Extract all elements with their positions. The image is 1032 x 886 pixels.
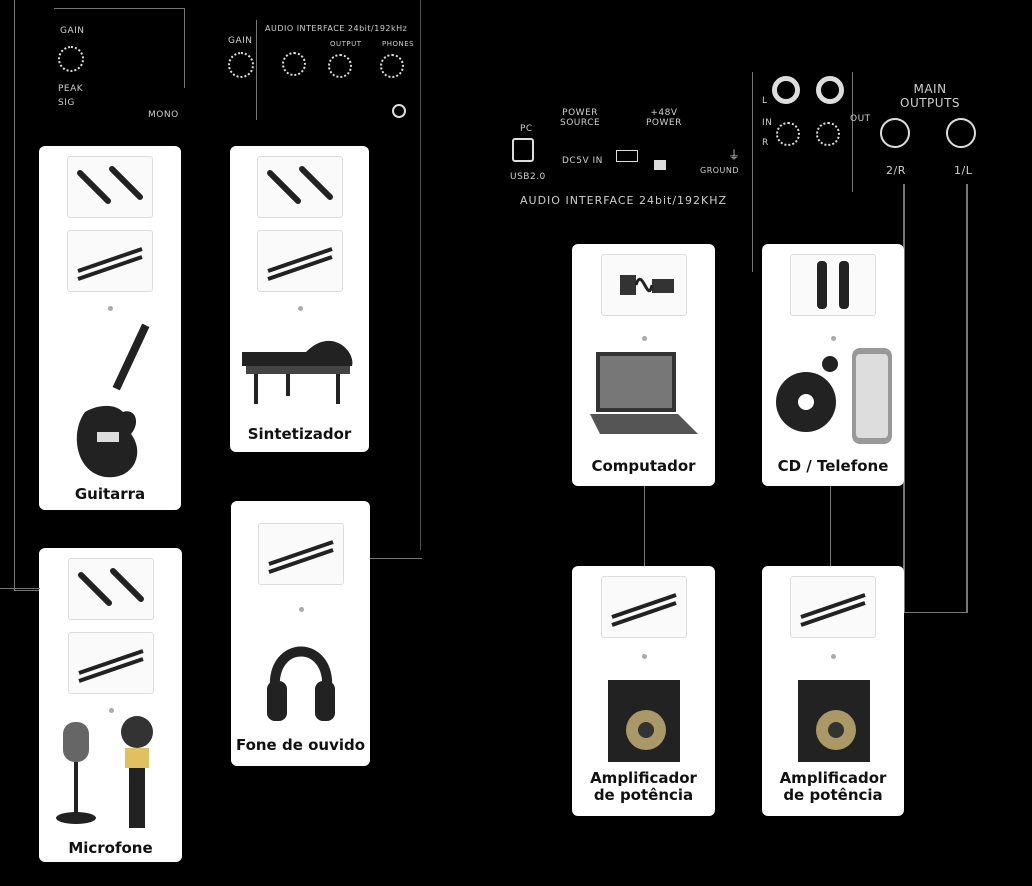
main-out-2r-jack[interactable]	[880, 118, 910, 148]
computer-label: Computador	[572, 458, 715, 475]
in-label: IN	[762, 118, 772, 128]
cd-phone-card: CD / Telefone	[762, 244, 904, 486]
phones-knob[interactable]	[380, 54, 404, 78]
microphone-label: Microfone	[39, 840, 182, 857]
xlr-cable-icon	[68, 558, 154, 620]
level-knob[interactable]	[282, 52, 306, 76]
xlr-cable-icon	[67, 156, 153, 218]
gain-knob[interactable]	[58, 46, 84, 72]
microphone-card: Microfone	[39, 548, 182, 862]
jack-cable-icon	[257, 230, 343, 292]
gain2-label: GAIN	[228, 36, 253, 46]
headphones-icon	[261, 619, 341, 733]
piano-icon	[236, 322, 362, 416]
speaker-icon	[796, 678, 872, 768]
rca-out-l-jack[interactable]	[816, 76, 844, 104]
phantom-switch[interactable]	[654, 160, 666, 170]
guitar-icon	[65, 322, 155, 486]
sig-label: SIG	[58, 98, 75, 108]
out-2r-label: 2/R	[886, 164, 906, 177]
gain2-knob[interactable]	[228, 52, 254, 78]
jack-cable-icon	[790, 576, 876, 638]
usb-label: USB2.0	[510, 172, 546, 182]
usb-port-icon[interactable]	[512, 138, 534, 162]
synth-card: Sintetizador	[230, 146, 369, 452]
amp1-label: Amplificador de potência	[572, 770, 715, 804]
cd-phone-label: CD / Telefone	[762, 458, 904, 475]
gain-label: GAIN	[60, 26, 85, 36]
ground-label: GROUND	[700, 166, 739, 175]
phones-label: PHONES	[382, 40, 414, 48]
jack-cable-icon	[258, 523, 344, 585]
speaker-icon	[606, 678, 682, 768]
main-outputs-label: MAIN OUTPUTS	[900, 82, 960, 110]
headphones-card: Fone de ouvido	[231, 501, 370, 766]
main-out-1l-jack[interactable]	[946, 118, 976, 148]
peak-label: PEAK	[58, 84, 83, 94]
out-label: OUT	[850, 114, 871, 124]
rca-out-r-jack[interactable]	[816, 122, 840, 146]
r-label: R	[762, 138, 769, 148]
synth-label: Sintetizador	[230, 426, 369, 443]
out-1l-label: 1/L	[954, 164, 972, 177]
laptop-icon	[586, 348, 702, 448]
guitar-label: Guitarra	[39, 486, 181, 503]
amp1-card: Amplificador de potência	[572, 566, 715, 816]
amp2-label: Amplificador de potência	[762, 770, 904, 804]
computer-card: Computador	[572, 244, 715, 486]
guitar-card: Guitarra	[39, 146, 181, 510]
l-label: L	[762, 96, 768, 106]
output-label: OUTPUT	[330, 40, 362, 48]
dc-port-icon[interactable]	[616, 150, 638, 162]
headphones-label: Fone de ouvido	[231, 737, 370, 754]
xlr-cable-icon	[257, 156, 343, 218]
phantom-label: +48V POWER	[646, 108, 682, 128]
cd-phone-icon	[770, 344, 896, 452]
jack-cable-icon	[67, 230, 153, 292]
power-source-label: POWER SOURCE	[560, 108, 600, 128]
rca-in-l-jack[interactable]	[772, 76, 800, 104]
interface-label-left: AUDIO INTERFACE 24bit/192kHz	[265, 24, 407, 33]
pc-label: PC	[520, 124, 533, 134]
jack-cable-icon	[601, 576, 687, 638]
jack-cable-icon	[68, 632, 154, 694]
interface-label-right: AUDIO INTERFACE 24bit/192KHZ	[520, 194, 727, 207]
rca-in-r-jack[interactable]	[776, 122, 800, 146]
ground-icon: ⏚	[728, 146, 741, 163]
usb-cable-icon	[601, 254, 687, 316]
mono-label: MONO	[148, 110, 179, 120]
microphone-icon	[53, 714, 169, 838]
dc-label: DC5V IN	[562, 156, 603, 166]
amp2-card: Amplificador de potência	[762, 566, 904, 816]
rca-cable-icon	[790, 254, 876, 316]
output-knob[interactable]	[328, 54, 352, 78]
phones-jack[interactable]	[392, 104, 406, 118]
